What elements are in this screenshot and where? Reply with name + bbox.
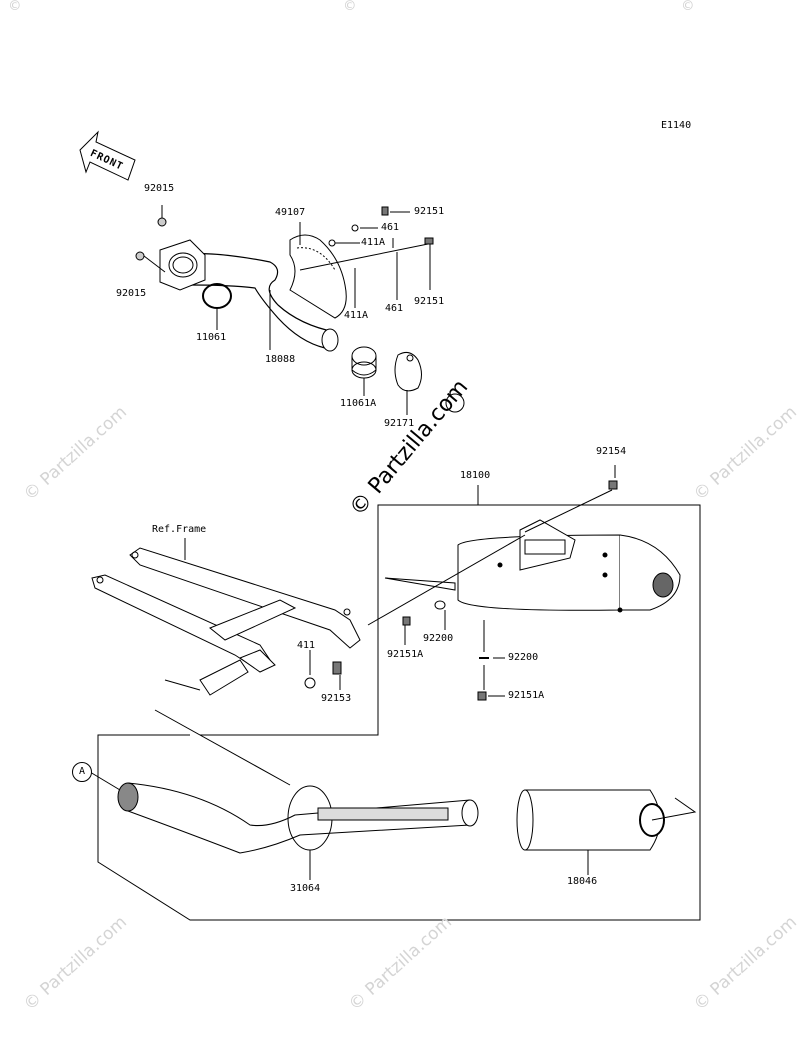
front-arrow-icon [79, 130, 136, 181]
nut-92015-left [135, 251, 145, 261]
part-411A-bottom[interactable]: 411A [344, 310, 369, 321]
gasket-11061A [351, 346, 377, 379]
part-92151A-left[interactable]: 92151A [387, 649, 424, 660]
part-92200-right[interactable]: 92200 [508, 652, 539, 663]
bolt-92151A-right [477, 691, 487, 701]
part-18100[interactable]: 18100 [460, 470, 491, 481]
gasket-11061 [202, 283, 232, 309]
part-92151-top[interactable]: 92151 [414, 206, 445, 217]
silencer-18046 [516, 789, 697, 851]
part-11061[interactable]: 11061 [196, 332, 227, 343]
part-18046[interactable]: 18046 [567, 876, 598, 887]
washer-92200-left [434, 600, 446, 610]
ref-frame-label: Ref.Frame [152, 524, 207, 535]
part-461-bottom[interactable]: 461 [385, 303, 404, 314]
part-49107[interactable]: 49107 [275, 207, 306, 218]
header-pipe-18088 [159, 239, 339, 352]
part-92171[interactable]: 92171 [384, 418, 415, 429]
part-11061A[interactable]: 11061A [340, 398, 377, 409]
bolt-92151-top [381, 206, 389, 216]
part-92151-mid[interactable]: 92151 [414, 296, 445, 307]
part-411A-top[interactable]: 411A [361, 237, 386, 248]
part-18088[interactable]: 18088 [265, 354, 296, 365]
bolt-92151A-left [402, 616, 411, 626]
heat-guard-49107 [289, 234, 347, 319]
watermark-symbol-1: © [10, 0, 20, 15]
part-92154[interactable]: 92154 [596, 446, 627, 457]
diagram-code: E1140 [661, 120, 692, 131]
part-31064[interactable]: 31064 [290, 883, 321, 894]
callout-a: A [72, 762, 92, 782]
bolt-92153 [332, 661, 342, 675]
bolt-92154 [608, 480, 618, 490]
tail-pipe-31064 [117, 782, 479, 854]
part-92015-left[interactable]: 92015 [116, 288, 147, 299]
bolt-92151-mid [424, 237, 434, 245]
part-92151A-right[interactable]: 92151A [508, 690, 545, 701]
washer-411 [304, 677, 316, 689]
nut-92015-top [157, 217, 167, 227]
part-411[interactable]: 411 [297, 640, 316, 651]
part-461-top[interactable]: 461 [381, 222, 400, 233]
part-92153[interactable]: 92153 [321, 693, 352, 704]
watermark-symbol-3: © [683, 0, 693, 15]
part-92200-left[interactable]: 92200 [423, 633, 454, 644]
washer-461-top [351, 224, 359, 232]
washer-411A-top [328, 239, 336, 247]
rear-frame [91, 547, 361, 696]
part-92015-top[interactable]: 92015 [144, 183, 175, 194]
muffler-18100 [384, 519, 681, 613]
muffler-assembly-box [97, 504, 701, 921]
clamp-92171 [394, 351, 465, 413]
watermark-symbol-2: © [345, 0, 355, 15]
